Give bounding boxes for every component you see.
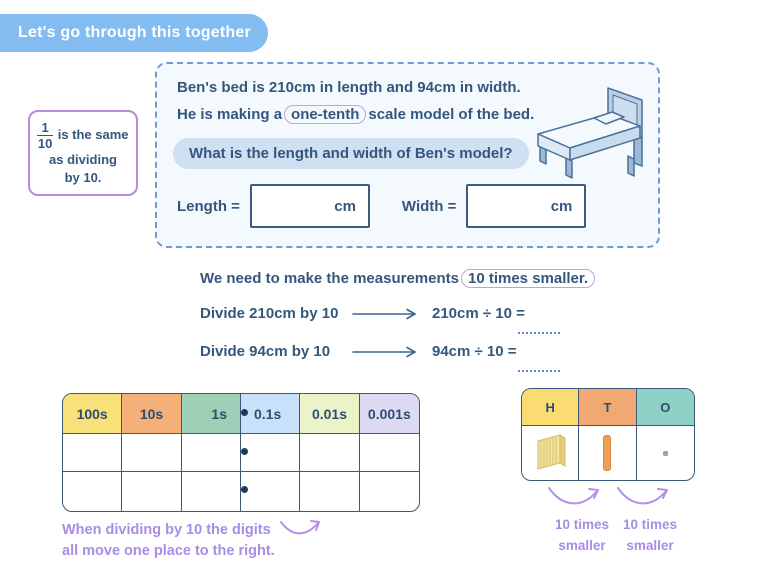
banner-label: Let's go through this together (18, 24, 251, 41)
hto-cell-hundreds (522, 426, 580, 480)
divide-instruction-94: Divide 94cm by 10 (200, 343, 331, 360)
hto-table: H T O (521, 388, 695, 481)
ten-rod-block-icon (603, 435, 612, 471)
fraction-note-row: 1 10 is the same (37, 120, 129, 151)
divide-row-94: Divide 94cm by 10 94cm ÷ 10 = (200, 343, 517, 360)
note-line-2: as dividing (49, 151, 117, 167)
divide-instruction-210: Divide 210cm by 10 (200, 305, 339, 322)
lesson-banner: Let's go through this together (0, 14, 268, 52)
curved-arrow-right-icon (280, 520, 320, 535)
decimal-point-row2 (241, 486, 248, 493)
answer-dotted-line-210 (518, 332, 560, 334)
pv-cell-row1-0-001s (359, 434, 419, 472)
divide-row-210: Divide 210cm by 10 210cm ÷ 10 = (200, 305, 525, 322)
hundred-flat-block-icon (537, 434, 566, 470)
length-answer-box[interactable]: cm (249, 184, 370, 228)
ten-times-smaller-label-2: 10 times smaller (622, 517, 678, 553)
hto-header-hundreds: H (522, 389, 580, 426)
question-pill: What is the length and width of Ben's mo… (173, 138, 529, 169)
pv-cell-row2-1s (182, 472, 241, 511)
width-input[interactable] (480, 196, 551, 216)
problem-line2-pre: He is making a (177, 106, 283, 123)
intro-text: We need to make the measurements (200, 270, 459, 287)
one-tenth-highlight: one-tenth (284, 105, 367, 124)
fraction-note: 1 10 is the same as dividing by 10. (28, 110, 138, 196)
hto-cell-tens (579, 426, 637, 480)
problem-box: Ben's bed is 210cm in length and 94cm in… (155, 62, 660, 248)
pv-cell-row1-100s (63, 434, 123, 472)
length-unit: cm (334, 197, 356, 215)
hto-cell-ones (637, 426, 694, 480)
fraction-numerator: 1 (37, 120, 53, 136)
pv-header-100s: 100s (63, 394, 123, 434)
note-line-1: is the same (57, 127, 129, 142)
pv-header-0-001s: 0.001s (359, 394, 419, 434)
problem-line2-post: scale model of the bed. (368, 106, 535, 123)
answer-dotted-line-94 (518, 370, 560, 372)
pv-cell-row1-10s (122, 434, 182, 472)
right-arrow-icon (352, 346, 416, 357)
pv-cell-row2-0-001s (360, 472, 419, 511)
right-arrow-icon (352, 308, 416, 319)
one-tenth-fraction: 1 10 (37, 120, 53, 151)
decimal-point-header (241, 409, 248, 416)
dividing-rule-note: When dividing by 10 the digits all move … (62, 520, 275, 562)
hto-header-ones: O (636, 389, 694, 426)
one-cube-block-icon (662, 450, 668, 456)
width-answer-box[interactable]: cm (466, 184, 587, 228)
length-input[interactable] (263, 196, 335, 216)
width-unit: cm (550, 197, 573, 215)
pv-header-10s: 10s (122, 394, 182, 434)
measure-row: Length = cm Width = cm (177, 184, 587, 228)
pv-cell-row2-0-01s (300, 472, 360, 511)
equation-94: 94cm ÷ 10 = (432, 343, 517, 360)
pv-cell-row1-0-1s (240, 434, 301, 472)
problem-statement-line1: Ben's bed is 210cm in length and 94cm in… (177, 79, 521, 96)
ten-times-smaller-highlight: 10 times smaller. (460, 269, 596, 288)
pv-header-0-1s: 0.1s (240, 394, 301, 434)
hto-header-tens: T (579, 389, 637, 426)
pv-cell-row1-1s (181, 434, 241, 472)
ten-times-smaller-label-1: 10 times smaller (554, 517, 610, 553)
pv-cell-row2-10s (122, 472, 182, 511)
width-label: Width = (401, 197, 457, 215)
pv-cell-row2-0-1s (241, 472, 301, 511)
pv-header-1s: 1s (181, 394, 241, 434)
rule-note-line2: all move one place to the right. (62, 543, 275, 559)
curved-arrow-t-to-o-icon (617, 487, 668, 505)
pv-cell-row1-0-01s (300, 434, 360, 472)
pv-header-0-01s: 0.01s (300, 394, 360, 434)
bed-illustration (537, 87, 643, 179)
length-label: Length = (177, 197, 240, 215)
decimal-point-row1 (241, 448, 248, 455)
pv-cell-row2-100s (63, 472, 123, 511)
note-line-3: by 10. (64, 169, 102, 185)
fraction-denominator: 10 (37, 135, 53, 151)
curved-arrow-h-to-t-icon (548, 487, 599, 505)
rule-note-line1: When dividing by 10 the digits (62, 522, 271, 538)
equation-210: 210cm ÷ 10 = (432, 305, 525, 322)
